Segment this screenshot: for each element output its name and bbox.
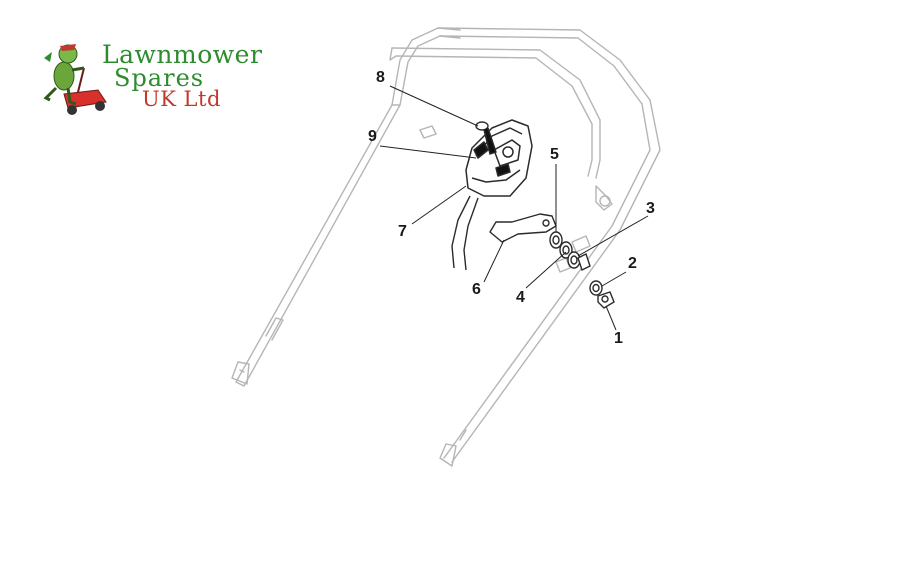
control-box [465,119,533,197]
screw-part [475,121,497,155]
callout-2: 2 [628,255,637,272]
frog-mower-icon [43,44,107,115]
washer-stack [549,231,591,271]
callout-4: 4 [516,289,525,306]
callout-1: 1 [614,330,623,347]
leader-lines [379,85,649,331]
nut-parts [589,280,615,309]
lever-part [489,213,557,243]
handle-frame [231,27,661,467]
callout-3: 3 [646,200,655,217]
cables [451,195,479,271]
company-logo: Lawnmower Spares UK Ltd [38,38,278,118]
logo-line-3: UK Ltd [142,87,221,111]
logo-line-1: Lawnmower [102,40,263,69]
callout-8: 8 [376,69,385,86]
callout-5: 5 [550,146,559,163]
callout-7: 7 [398,223,407,240]
callout-9: 9 [368,128,377,145]
callout-6: 6 [472,281,481,298]
logo-line-2: Spares [114,64,205,92]
